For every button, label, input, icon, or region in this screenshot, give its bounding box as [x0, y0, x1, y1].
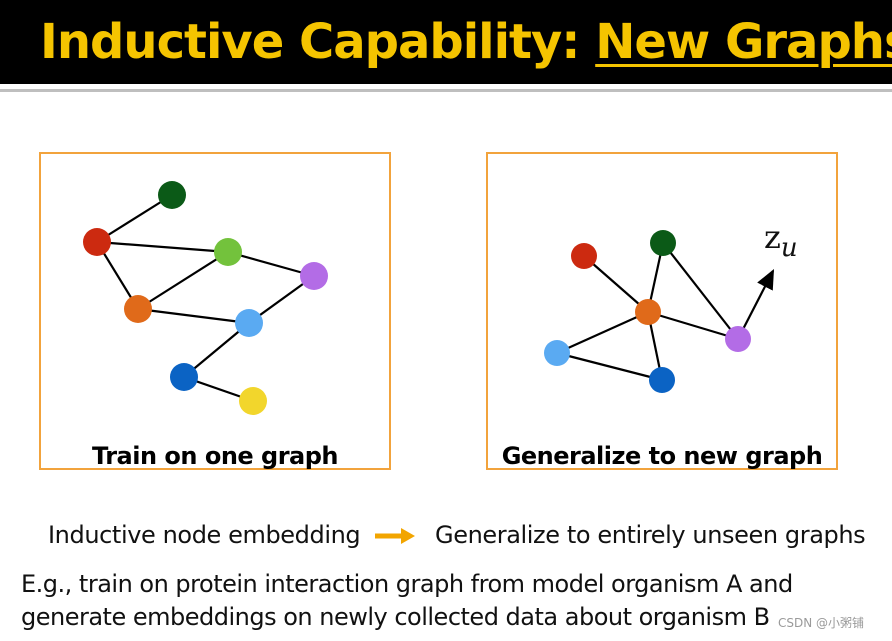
node-light-blue [544, 340, 570, 366]
node-red [83, 228, 111, 256]
title-underlined: New Graphs [595, 14, 892, 70]
node-purple [725, 326, 751, 352]
train-graph-caption: Train on one graph [91, 442, 339, 470]
embedding-subscript: u [781, 233, 798, 263]
edge [96, 240, 229, 254]
edge [556, 351, 663, 382]
new-graph: zu [544, 218, 798, 393]
train-graph [83, 181, 328, 415]
node-dark-green [158, 181, 186, 209]
edge [662, 242, 739, 340]
example-text: E.g., train on protein interaction graph… [21, 570, 793, 631]
edge [183, 322, 250, 378]
train-graph-panel: Train on one graph [39, 152, 391, 470]
edge [583, 255, 649, 313]
page-title: Inductive Capability: New Graphs [40, 10, 892, 74]
node-embedding-label: zu [764, 218, 798, 263]
edge [647, 310, 739, 341]
summary-right: Generalize to entirely unseen graphs [435, 521, 866, 549]
edge [227, 250, 315, 278]
watermark: CSDN @小粥铺 [777, 616, 864, 630]
summary-arrow [375, 526, 417, 551]
node-light-blue [235, 309, 263, 337]
node-orange [124, 295, 152, 323]
summary-left: Inductive node embedding [48, 521, 361, 549]
new-graph-panel: zu Generalize to new graph [486, 152, 838, 470]
edge [137, 251, 229, 310]
title-prefix: Inductive Capability: [40, 14, 596, 70]
node-red [571, 243, 597, 269]
title-bar: Inductive Capability: New Graphs [0, 0, 892, 84]
embedding-symbol: z [764, 218, 781, 256]
right-arrow-icon [375, 528, 415, 544]
node-dark-green [650, 230, 676, 256]
edge [556, 310, 649, 355]
node-blue [649, 367, 675, 393]
node-blue [170, 363, 198, 391]
edge [137, 307, 250, 325]
node-orange [635, 299, 661, 325]
node-yellow [239, 387, 267, 415]
new-graph-caption: Generalize to new graph [501, 442, 823, 470]
title-divider [0, 89, 892, 92]
node-light-green [214, 238, 242, 266]
node-purple [300, 262, 328, 290]
edge [96, 194, 173, 243]
